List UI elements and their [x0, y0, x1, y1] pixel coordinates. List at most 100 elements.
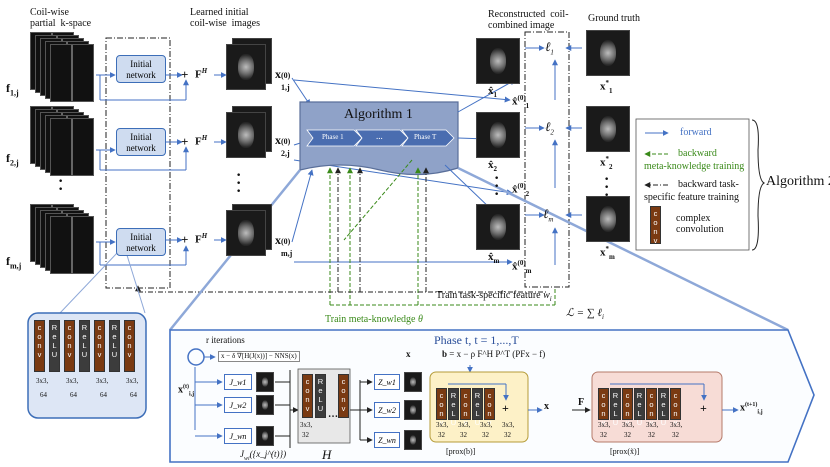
xhat0-1-label: x̂(0)1 [512, 94, 530, 110]
J-out-1 [256, 372, 274, 392]
conv-layer: c o n v [94, 320, 105, 372]
ell-1-label: ℓ1 [545, 39, 554, 57]
prox2-channels: 32 [672, 431, 679, 439]
algorithm2-label: Algorithm 2 [766, 174, 830, 189]
relu-layer: R e L U [472, 388, 483, 427]
coil-kspace-label: Coil-wise partial k-space [30, 7, 92, 29]
vdots-gt: ··· [604, 171, 610, 204]
init-image-2 [226, 112, 266, 158]
H-dots: … [328, 409, 338, 420]
relu-layer: R e L U [315, 374, 326, 418]
FH-2: FH [195, 134, 208, 148]
relu-layer: R e L U [610, 388, 621, 427]
xhat-1-label: x̂1 [488, 85, 497, 100]
r-iterations-label: r iterations [206, 335, 245, 345]
initnet-channels: 64 [70, 391, 77, 399]
prox1-channels: 32 [482, 431, 489, 439]
gt-image-2 [586, 106, 630, 152]
relu-layer: R e L U [634, 388, 645, 427]
F-label: F [578, 397, 585, 408]
gt-image-m [586, 196, 630, 242]
x-next-label: x(t+1)i,j [740, 402, 763, 416]
H-kernel: 3x3, [300, 421, 313, 429]
Z-w2-box: Z_w2 [374, 402, 400, 418]
relu-layer: R e L U [49, 320, 60, 372]
conv-layer: c o n v [64, 320, 75, 372]
conv-layer: c o n v [34, 320, 45, 372]
grad-expression: x − δ ∇[H(J(x))] − NNS(x) [218, 351, 300, 363]
prox1-kernel: 3x3, [436, 421, 449, 429]
ell-2-label: ℓ2 [545, 119, 554, 137]
prox1-channels: 32 [460, 431, 467, 439]
prox2-kernel: 3x3, [646, 421, 659, 429]
train-task-label: Train task-specific feature wi [436, 290, 552, 303]
recon-image-1 [476, 38, 520, 84]
phase1-label: Phase 1 [322, 133, 344, 141]
phaseT-chevron[interactable] [401, 129, 455, 147]
prox2-label: [prox(x̃)] [610, 447, 640, 456]
phase-dots-label: ... [376, 131, 383, 141]
vdots-recon: ··· [494, 170, 500, 203]
x-in-label: x(t)i,j [178, 384, 195, 398]
xstar-2-label: x*2 [600, 155, 613, 171]
x0-2-label: x(0)2,j [275, 133, 291, 158]
legend-meta-training: meta-knowledge training [644, 161, 745, 172]
initial-network-m[interactable]: Initial network [116, 228, 166, 256]
conv-layer: c o n v [484, 388, 495, 427]
recon-image-2 [476, 112, 520, 158]
init-image-1 [226, 44, 266, 90]
phase-dots-chevron[interactable] [355, 129, 409, 147]
initnet-kernel: 3x3, [96, 377, 109, 385]
xstar-1-label: x*1 [600, 79, 613, 95]
plus-1: + [181, 67, 189, 82]
f2-label: f2,j [6, 151, 19, 168]
initnet-kernel: 3x3, [126, 377, 139, 385]
legend-specific-training: specific feature training [644, 192, 739, 203]
phase1-chevron[interactable] [306, 129, 363, 147]
relu-layer: R e L U [109, 320, 120, 372]
recon-image-m [476, 204, 520, 250]
prox1-kernel: 3x3, [502, 421, 515, 429]
x0-1-label: x(0)1,j [275, 67, 291, 92]
init-image-m [226, 210, 266, 256]
phase-title: Phase t, t = 1,...,T [434, 333, 519, 347]
H-channels: 32 [302, 431, 309, 439]
prox2-kernel: 3x3, [598, 421, 611, 429]
Z-wn-box: Z_wn [374, 432, 400, 448]
prox2-kernel: 3x3, [670, 421, 683, 429]
FH-1: FH [195, 67, 208, 81]
conv-layer: c o n v [670, 388, 681, 427]
x0-m-label: x(0)m,j [275, 233, 293, 258]
prox2-channels: 32 [600, 431, 607, 439]
initial-network-1[interactable]: Initial network [116, 55, 166, 83]
initnet-channels: 64 [40, 391, 47, 399]
prox2-channels: 32 [648, 431, 655, 439]
prox2-plus: + [700, 401, 707, 415]
prox1-label: [prox(b)] [446, 447, 476, 456]
initnet-kernel: 3x3, [66, 377, 79, 385]
prox1-channels: 32 [438, 431, 445, 439]
u-mid-label: x [406, 349, 411, 359]
initial-network-2[interactable]: Initial network [116, 128, 166, 156]
initnet-channels: 64 [130, 391, 137, 399]
conv-layer: c o n v [436, 388, 447, 427]
prox2-channels: 32 [624, 431, 631, 439]
vdots-init: ··· [236, 167, 242, 200]
FH-m: FH [195, 232, 208, 246]
xhat0-2-label: x̂(0)2 [512, 182, 530, 198]
prox1-plus: + [502, 401, 509, 415]
Z-out-n [404, 430, 422, 450]
conv-layer: c o n v [460, 388, 471, 427]
J-out-n [256, 426, 274, 446]
prox1-channels: 32 [504, 431, 511, 439]
J-wn-box: J_wn [224, 428, 252, 444]
f1-label: f1,j [6, 81, 19, 98]
kspace-stack-1 [30, 32, 100, 102]
Z-w1-box: Z_w1 [374, 374, 400, 390]
u-label: x [544, 401, 549, 412]
kspace-stack-2 [30, 106, 100, 176]
relu-layer: R e L U [448, 388, 459, 427]
kspace-stack-m [30, 204, 100, 274]
xhat-2-label: x̂2 [488, 159, 497, 174]
train-meta-label: Train meta-knowledge θ [325, 314, 423, 325]
